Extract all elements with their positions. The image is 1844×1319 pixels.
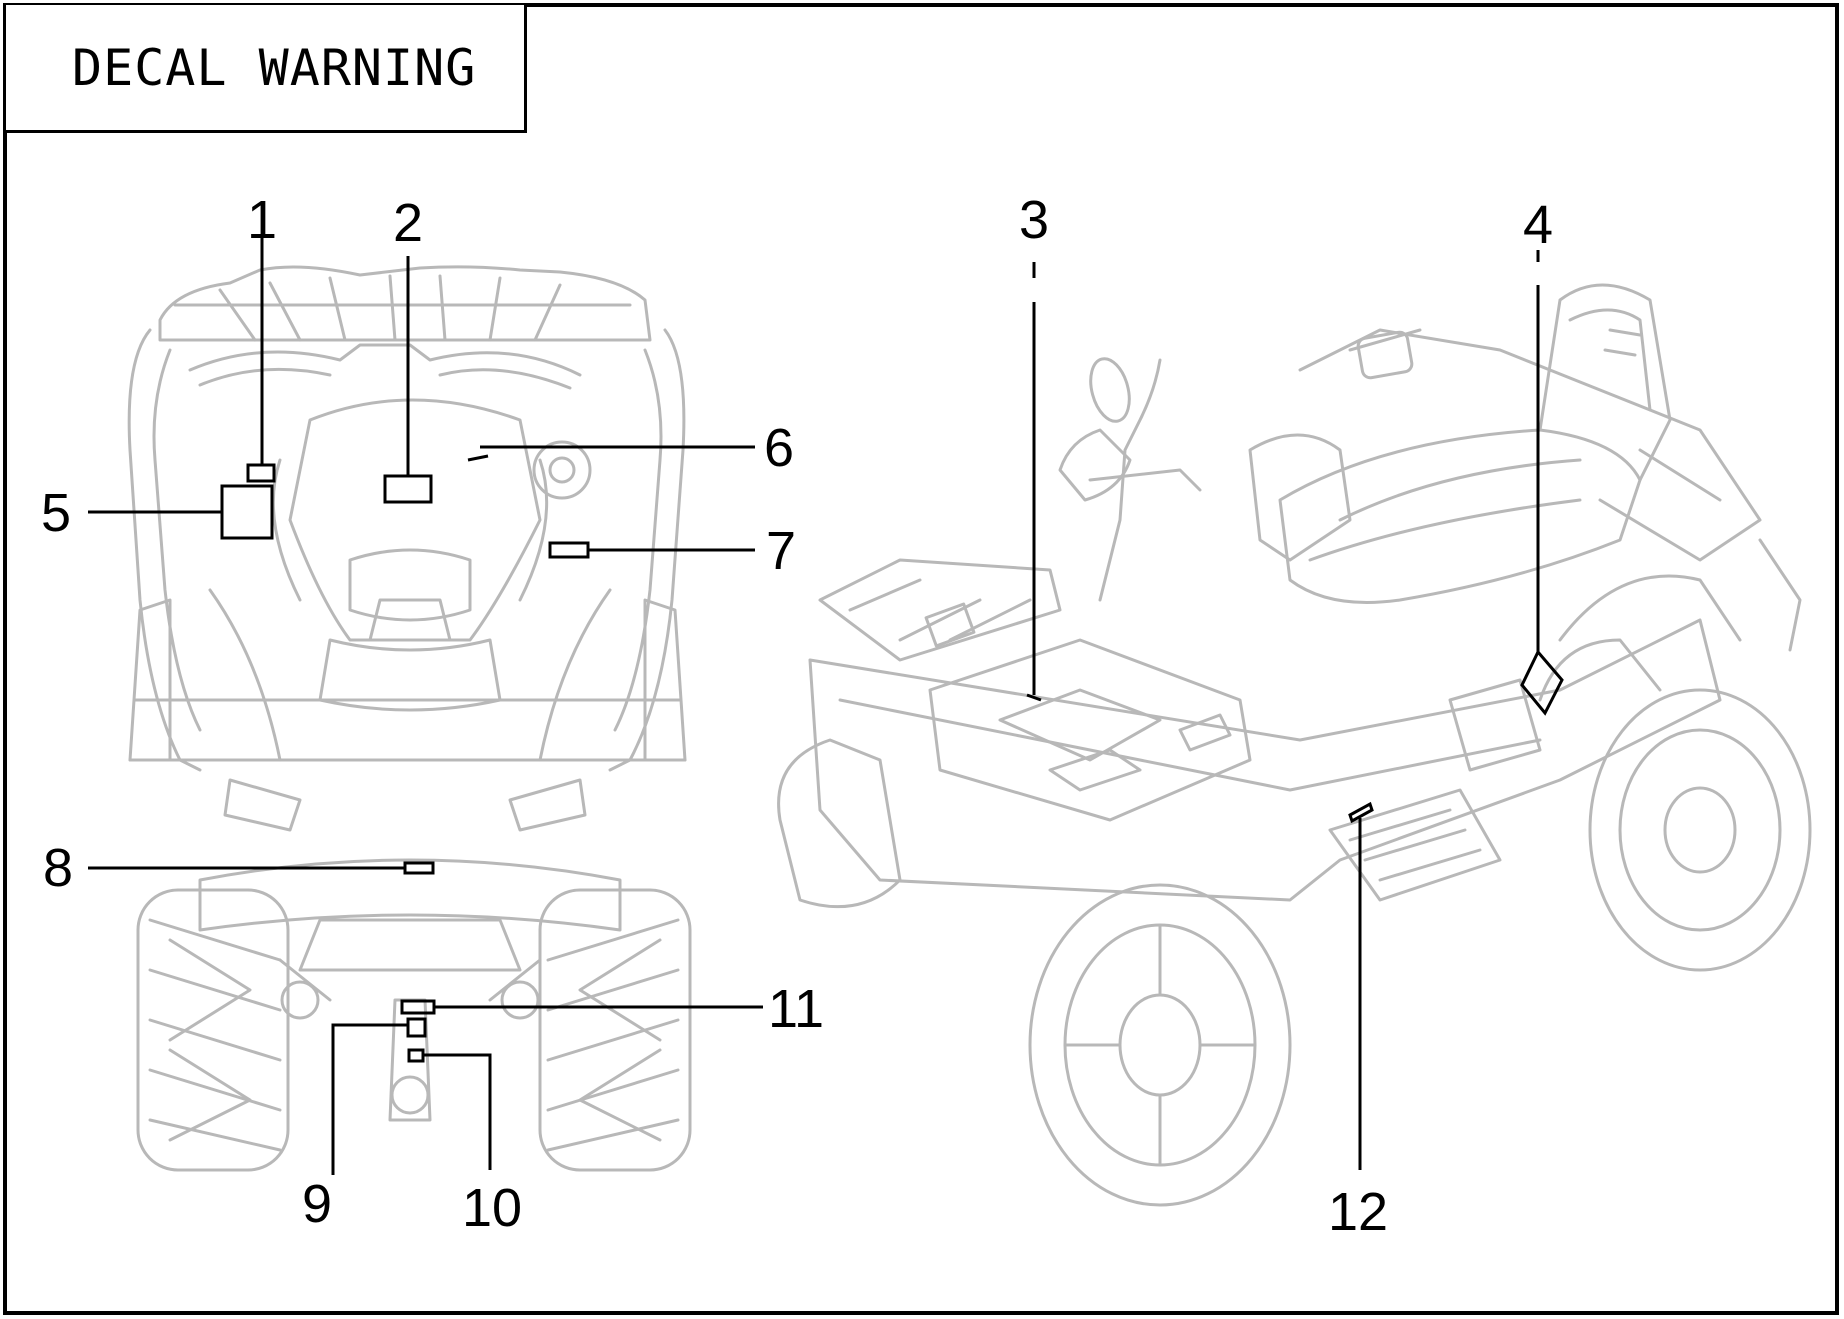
callout-8: 8	[43, 838, 73, 898]
decal-marker-1	[246, 463, 276, 483]
decal-markers	[88, 237, 1564, 1175]
callout-10: 10	[462, 1178, 522, 1238]
atv-side-view-drawing	[777, 283, 1812, 1207]
decal-marker-12	[1348, 801, 1374, 824]
decal-marker-2	[383, 474, 433, 504]
leader-line-10	[423, 1053, 492, 1170]
decal-marker-11	[400, 999, 436, 1015]
callout-7: 7	[766, 521, 796, 581]
callout-2: 2	[393, 193, 423, 253]
decal-marker-5	[220, 484, 274, 540]
callout-1: 1	[247, 190, 277, 250]
page-title: DECAL WARNING	[72, 39, 477, 97]
callout-4: 4	[1523, 195, 1553, 255]
callout-6: 6	[764, 418, 794, 478]
callout-11: 11	[768, 979, 824, 1039]
callout-5: 5	[41, 483, 71, 543]
title-box: DECAL WARNING	[6, 5, 527, 133]
decal-marker-7	[548, 541, 590, 559]
leader-line-9	[331, 1023, 408, 1175]
decal-marker-9	[406, 1017, 427, 1038]
decal-marker-3	[1026, 693, 1042, 702]
page-frame	[3, 3, 1839, 1315]
decal-marker-6	[467, 454, 489, 462]
callout-labels: 1 2 3 4 5 6 7 8 9 10 11 12	[41, 190, 1553, 1242]
decal-marker-8	[403, 861, 435, 875]
atv-front-view-drawing	[127, 265, 692, 1172]
callout-9: 9	[302, 1174, 332, 1234]
callout-12: 12	[1328, 1182, 1388, 1242]
decal-marker-4	[1520, 649, 1564, 716]
callout-3: 3	[1019, 190, 1049, 250]
decal-marker-10	[407, 1048, 425, 1063]
